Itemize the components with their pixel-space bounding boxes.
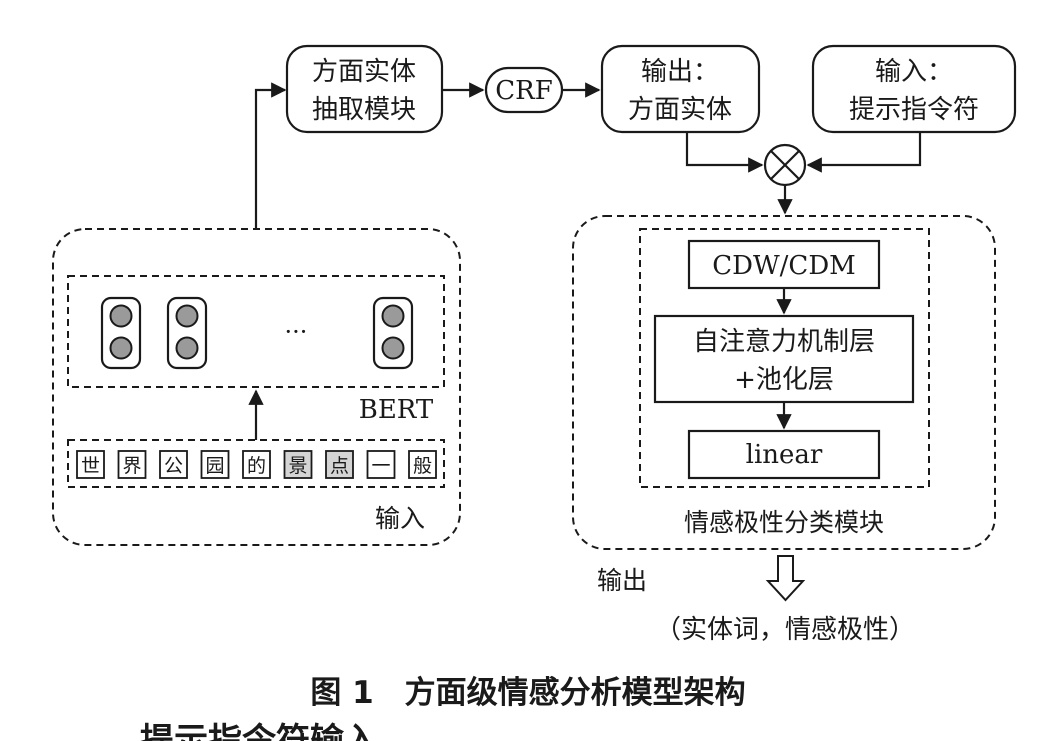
input-char: 公: [164, 455, 183, 477]
aspect-module-line1: 方面实体: [312, 57, 416, 87]
bert-label: BERT: [359, 395, 434, 425]
attention-line2: +池化层: [734, 365, 834, 395]
arrow-encoder-to-aspect: [254, 82, 287, 229]
bert-token-2: [166, 296, 208, 370]
input-char: 点: [330, 455, 349, 477]
ellipsis: ···: [285, 318, 308, 346]
input-sequence-container: [67, 439, 445, 488]
input-char: 的: [247, 455, 266, 477]
output-arrow-icon: [765, 555, 806, 602]
merge-operator-icon: [763, 143, 807, 187]
attention-pooling-box: [653, 314, 915, 404]
linear-label: linear: [746, 440, 823, 470]
input-char-box: 的: [242, 450, 271, 479]
cut-off-text: 提示指令符输入: [140, 721, 378, 741]
input-char: 界: [122, 455, 141, 477]
bert-token-1: [100, 296, 142, 370]
attention-line1: 自注意力机制层: [693, 327, 875, 357]
sentiment-module-container: [572, 215, 996, 550]
prompt-input-line2: 提示指令符: [849, 95, 979, 125]
aspect-output-box: [600, 44, 761, 134]
input-char-box: 般: [408, 450, 437, 479]
input-char-box: 点: [325, 450, 354, 479]
input-char: 般: [413, 455, 432, 477]
input-label: 输入: [375, 504, 425, 533]
input-char: 景: [288, 455, 307, 477]
input-char-box: 景: [283, 450, 313, 479]
aspect-output-line1: 输出：: [641, 57, 719, 87]
input-char-box: 世: [76, 450, 105, 479]
cdw-cdm-box: [687, 239, 881, 290]
bert-container: [67, 275, 445, 388]
bert-token-3: [372, 296, 414, 370]
arrow-aspect-to-merge: [685, 132, 764, 173]
sentiment-module-label: 情感极性分类模块: [684, 508, 884, 537]
sentiment-inner-container: [639, 228, 930, 488]
input-char: 一: [371, 455, 390, 477]
input-char-box: 园: [200, 450, 230, 479]
figure-caption: 图 1 方面级情感分析模型架构: [310, 675, 745, 711]
arrow-prompt-to-merge: [806, 132, 922, 173]
input-characters: 世界 公园 的景 点一 般: [76, 450, 437, 479]
crf-label: CRF: [495, 76, 553, 106]
input-char-box: 公: [159, 450, 188, 479]
aspect-output-line2: 方面实体: [628, 95, 732, 125]
input-char: 园: [205, 455, 224, 477]
input-char: 世: [81, 455, 100, 477]
prompt-input-box: [811, 44, 1017, 134]
input-char-box: 一: [366, 450, 396, 479]
output-label: 输出: [597, 566, 647, 595]
linear-box: [687, 429, 881, 480]
prompt-input-line1: 输入：: [875, 57, 953, 87]
cdw-cdm-label: CDW/CDM: [712, 251, 856, 281]
output-result: （实体词，情感极性）: [655, 615, 915, 645]
input-char-box: 界: [117, 450, 147, 479]
aspect-module-line2: 抽取模块: [312, 95, 416, 125]
